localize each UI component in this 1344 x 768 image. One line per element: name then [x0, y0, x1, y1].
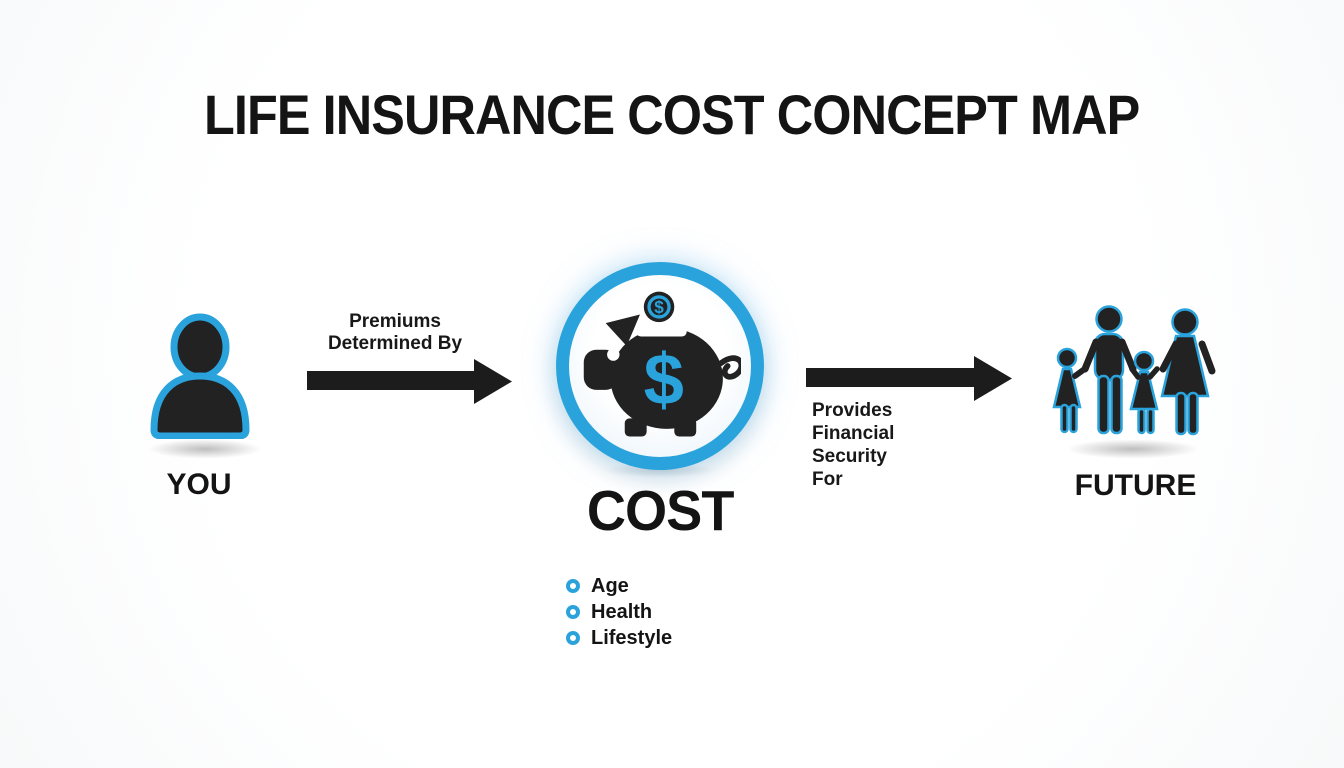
cost-factors-list: Age Health Lifestyle	[566, 573, 672, 651]
node-label-cost-text: COST	[586, 479, 735, 543]
circle-bullet-icon	[566, 605, 580, 619]
edge-label-provides-line4: For	[812, 469, 843, 490]
list-item-lifestyle: Lifestyle	[566, 625, 672, 651]
edge-label-provides: Provides Financial Security For	[812, 399, 894, 491]
list-item-age: Age	[566, 573, 672, 599]
circle-bullet-icon	[566, 579, 580, 593]
factor-label: Lifestyle	[591, 626, 673, 649]
node-label-cost: COST	[545, 478, 775, 544]
person-icon	[150, 313, 250, 439]
edge-label-provides-line2: Financial	[812, 423, 895, 444]
arrow-cost-to-future-icon	[806, 356, 1012, 401]
factor-label: Age	[591, 574, 629, 597]
piggy-dollar-glyph: $	[644, 339, 684, 420]
family-shadow	[1045, 436, 1220, 462]
edge-label-premiums: Premiums Determined By	[295, 311, 495, 355]
piggy-bank-icon: $ $	[583, 291, 741, 437]
list-item-health: Health	[566, 599, 672, 625]
person-shadow	[130, 436, 280, 462]
edge-label-provides-line1: Provides	[812, 400, 893, 421]
edge-label-premiums-line1: Premiums	[349, 311, 441, 332]
cost-shadow	[585, 460, 735, 480]
edge-label-premiums-line2: Determined By	[327, 333, 463, 354]
arrow-you-to-cost-icon	[307, 359, 512, 404]
edge-label-provides-line3: Security	[812, 446, 887, 467]
circle-bullet-icon	[566, 631, 580, 645]
coin-dollar-glyph: $	[654, 297, 664, 317]
factor-label: Health	[591, 600, 653, 623]
family-icon	[1052, 305, 1216, 436]
cost-circle: $ $	[556, 262, 764, 470]
node-label-future: FUTURE	[1074, 469, 1197, 502]
node-label-you: YOU	[166, 468, 232, 501]
page-title: LIFE INSURANCE COST CONCEPT MAP	[0, 82, 1344, 147]
page-title-text: LIFE INSURANCE COST CONCEPT MAP	[204, 83, 1140, 146]
